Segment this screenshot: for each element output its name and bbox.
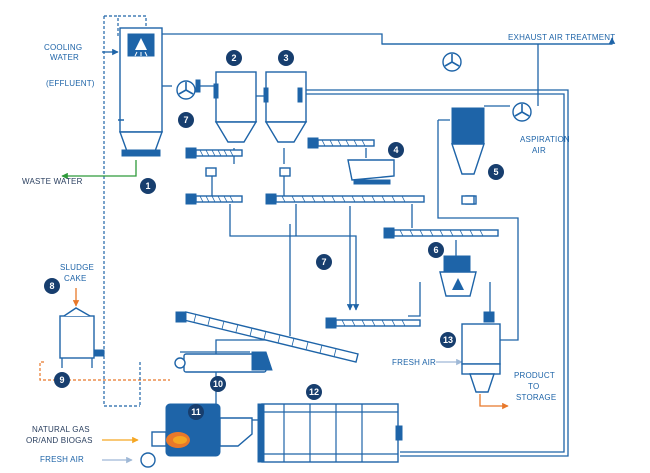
burner-11 xyxy=(140,403,253,468)
product-label-3: STORAGE xyxy=(516,393,556,402)
badge-9: 9 xyxy=(54,372,70,388)
badge-5: 5 xyxy=(488,164,504,180)
badge-1: 1 xyxy=(140,178,156,194)
badge-2: 2 xyxy=(226,50,242,66)
svg-text:3: 3 xyxy=(283,53,288,63)
badge-7-upper: 7 xyxy=(178,112,194,128)
svg-text:13: 13 xyxy=(443,335,453,345)
aspiration-cyclone-5 xyxy=(451,107,485,205)
conveyor-to-mixer-a xyxy=(229,204,360,311)
svg-text:7: 7 xyxy=(321,257,326,267)
svg-text:5: 5 xyxy=(493,167,498,177)
badge-6: 6 xyxy=(428,242,444,258)
cyclone-3 xyxy=(263,71,308,143)
effluent-label: (EFFLUENT) xyxy=(46,79,95,88)
main-gas-loop xyxy=(302,89,569,457)
fresh-air-mid-label: FRESH AIR xyxy=(392,358,436,367)
svg-text:12: 12 xyxy=(309,387,319,397)
labels: COOLING WATER (EFFLUENT) WASTE WATER EXH… xyxy=(22,33,615,464)
cooler-13 xyxy=(461,311,501,393)
svg-text:11: 11 xyxy=(191,407,201,417)
cooling-water-label-2: WATER xyxy=(50,53,79,62)
scrubber-recirculation xyxy=(117,15,147,36)
sludge-to-mixer xyxy=(39,361,170,381)
badge-10: 10 xyxy=(210,376,226,392)
product-label-2: TO xyxy=(528,382,539,391)
mixer-10 xyxy=(174,351,273,373)
product-line xyxy=(479,394,509,410)
number-badges: 1 2 3 4 5 6 7 7 8 9 10 11 12 13 xyxy=(44,50,504,420)
aspiration-label-2: AIR xyxy=(532,146,546,155)
exhaust-fan xyxy=(442,52,462,72)
fresh-air-bottom-label: FRESH AIR xyxy=(40,455,84,464)
waste-water-label: WASTE WATER xyxy=(22,177,83,186)
svg-text:10: 10 xyxy=(213,379,223,389)
vibrating-screen-4 xyxy=(347,159,395,185)
sludge-tank-9 xyxy=(59,307,105,368)
left-dashed-loop xyxy=(103,16,140,407)
badge-8: 8 xyxy=(44,278,60,294)
main-gas-loop-inner xyxy=(302,93,565,453)
badge-13: 13 xyxy=(440,332,456,348)
aspiration-fan xyxy=(512,102,532,122)
drum-dryer-12 xyxy=(257,403,403,463)
badge-12: 12 xyxy=(306,384,322,400)
waste-water-line xyxy=(61,160,137,180)
cooling-water-label-1: COOLING xyxy=(44,43,82,52)
product-label-1: PRODUCT xyxy=(514,371,555,380)
mill-out-left xyxy=(408,282,421,317)
badge-7-lower: 7 xyxy=(316,254,332,270)
svg-text:8: 8 xyxy=(49,281,54,291)
mill-6 xyxy=(439,255,477,297)
fan-7 xyxy=(176,79,201,100)
natural-gas-label-2: OR/AND BIOGAS xyxy=(26,436,93,445)
cyclone-2 xyxy=(213,71,258,143)
svg-text:1: 1 xyxy=(145,181,150,191)
screw-conveyors xyxy=(185,137,499,329)
exhaust-label: EXHAUST AIR TREATMENT xyxy=(508,33,615,42)
badge-11: 11 xyxy=(188,404,204,420)
svg-text:7: 7 xyxy=(183,115,188,125)
svg-text:9: 9 xyxy=(59,375,64,385)
svg-text:4: 4 xyxy=(393,145,398,155)
svg-text:6: 6 xyxy=(433,245,438,255)
inclined-screw-conveyor xyxy=(175,311,359,363)
badge-3: 3 xyxy=(278,50,294,66)
aspiration-return xyxy=(437,119,519,341)
sludge-cake-label-1: SLUDGE xyxy=(60,263,94,272)
aspiration-label-1: ASPIRATION xyxy=(520,135,570,144)
badge-4: 4 xyxy=(388,142,404,158)
sludge-cake-label-2: CAKE xyxy=(64,274,87,283)
natural-gas-label-1: NATURAL GAS xyxy=(32,425,90,434)
svg-text:2: 2 xyxy=(231,53,236,63)
scrubber-tower xyxy=(118,27,163,157)
